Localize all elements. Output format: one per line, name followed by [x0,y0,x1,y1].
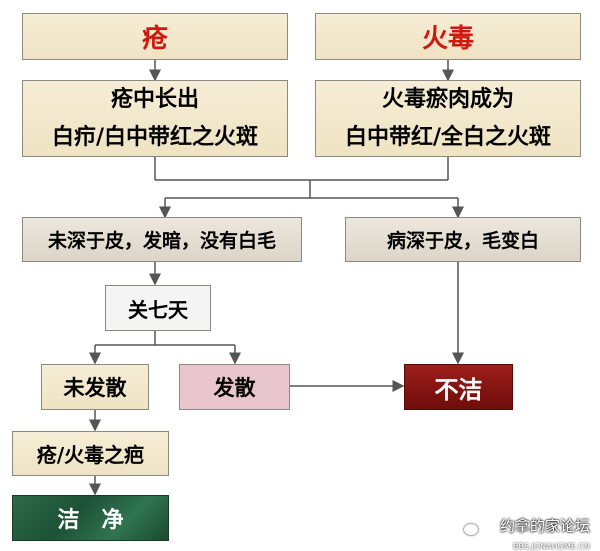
fire-poison-title-box: 火毒 [315,13,581,60]
pustule-title: 疮 [141,24,168,54]
clean-box: 洁 净 [12,495,169,541]
not-dispersed-label: 未发散 [63,376,127,400]
deep-label: 病深于皮，毛变白 [386,230,539,252]
scar-label: 疮/火毒之疤 [36,443,145,467]
unclean-label: 不洁 [434,375,483,404]
wechat-icon [464,524,478,535]
fire-poison-title: 火毒 [421,24,474,54]
fire-description-box: 火毒瘀肉成为 白中带红/全白之火斑 [315,80,581,157]
seven-days-box: 关七天 [105,285,211,331]
pustule-title-box: 疮 [22,13,288,60]
fire-desc-line2: 白中带红/全白之火斑 [344,124,552,150]
dispersed-box: 发散 [179,364,290,410]
unclean-box: 不洁 [404,364,513,410]
not-dispersed-box: 未发散 [41,364,149,410]
watermark-text: 约拿的家论坛 [499,517,590,535]
pustule-description-box: 疮中长出 白疖/白中带红之火斑 [22,80,288,157]
not-deep-box: 未深于皮，发暗，没有白毛 [22,217,302,262]
not-deep-label: 未深于皮，发暗，没有白毛 [47,230,276,252]
pustule-desc-line2: 白疖/白中带红之火斑 [51,124,259,150]
scar-box: 疮/火毒之疤 [12,431,169,476]
pustule-desc-line1: 疮中长出 [110,86,199,112]
clean-label: 洁 净 [57,508,124,533]
fire-desc-line1: 火毒瘀肉成为 [381,86,514,112]
dispersed-label: 发散 [213,376,256,400]
watermark-url: BBS.JONAHOME.CN [513,542,590,551]
seven-days-label: 关七天 [128,297,188,322]
deep-box: 病深于皮，毛变白 [345,217,581,262]
